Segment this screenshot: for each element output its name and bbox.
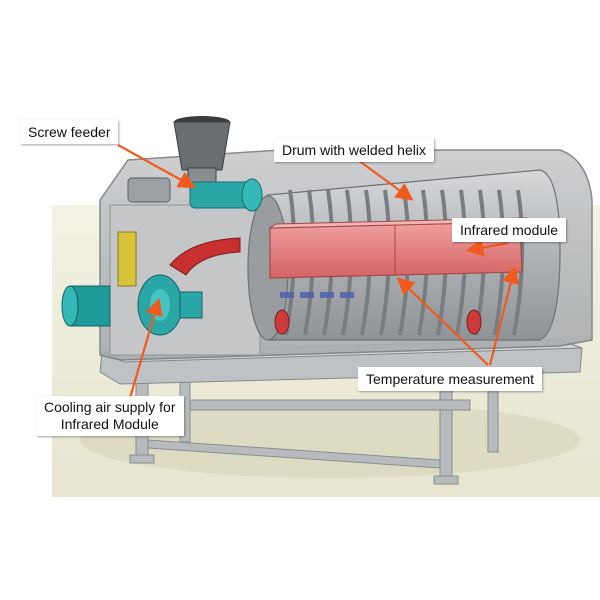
cooling-duct [169, 237, 241, 276]
heating-elements [280, 292, 354, 298]
arrow-infrared-module [465, 238, 509, 257]
arrow-screw-feeder [117, 144, 196, 189]
screw-feeder-unit [127, 177, 263, 212]
label-cooling-air-supply: Cooling air supply for Infrared Module [36, 396, 184, 436]
arrow-temperature-2 [488, 265, 520, 366]
label-infrared-module: Infrared module [452, 218, 567, 242]
arrow-cooling-air [128, 297, 163, 399]
drum-supports [274, 309, 482, 335]
arrow-temperature-1 [396, 276, 489, 366]
label-cooling-air-line1: Cooling air supply for [44, 399, 176, 415]
control-panel [117, 231, 137, 287]
label-cooling-air-line2: Infrared Module [60, 416, 159, 432]
label-screw-feeder: Screw feeder [20, 120, 119, 144]
support-frame [129, 371, 499, 485]
floor-shadow [80, 402, 580, 478]
label-temperature-measurement: Temperature measurement [358, 367, 543, 391]
arrow-drum [357, 159, 414, 201]
callout-arrows [117, 144, 520, 399]
label-drum-with-welded-helix: Drum with welded helix [274, 138, 434, 162]
blower-housing [61, 285, 111, 327]
